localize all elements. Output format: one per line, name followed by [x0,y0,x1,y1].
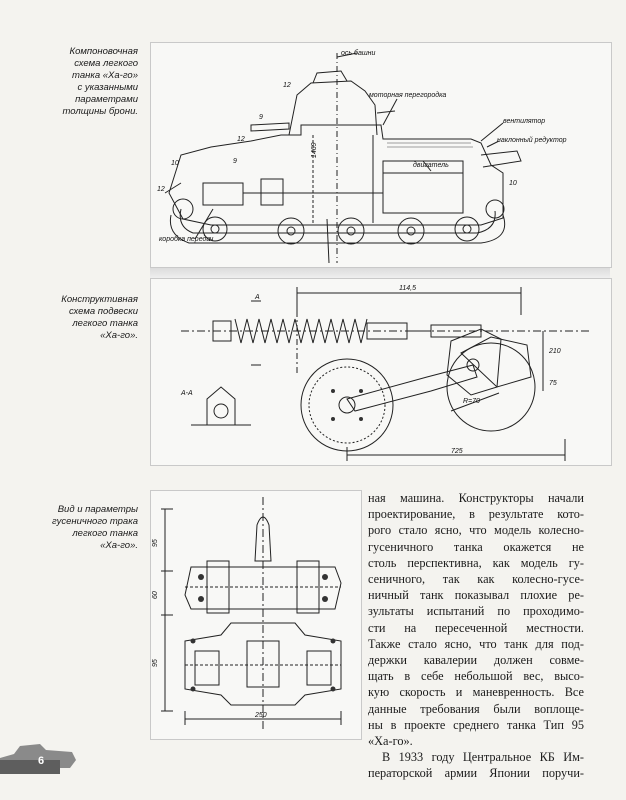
text-line: гусеничного танка окажется не [368,539,584,554]
caption-line: параметрами [75,94,138,105]
label-dim-top: 114,5 [399,285,416,292]
caption-line: легкого танка [72,318,138,329]
text-line: зультаты испытаний по проходимо- [368,604,584,619]
text-line: данные требования были воплоще- [368,701,584,716]
caption-line: танка «Ха-го» [72,70,138,81]
text-line: сти на пересеченной местности. [368,620,584,635]
label-dim-bottom: 725 [451,448,463,455]
label-engine: двигатель [413,161,449,169]
armor-label: 10 [509,180,517,187]
divider-band [150,268,610,278]
label-gearbox: коробка передач [159,235,214,243]
caption-line: толщины брони. [62,106,138,117]
label-reducer: наклонный редуктор [497,136,567,144]
text-line: ная машина. Конструкторы начали [368,491,584,505]
label-dim-diag: R=70 [463,398,480,405]
caption-line: «Ха-го». [100,330,138,341]
label-dim-1469: 1469 [311,142,318,158]
caption-suspension: Конструктивная схема подвески легкого та… [30,294,138,342]
text-line: ничный танк показывал плохие ре- [368,588,584,603]
caption-line: гусеничного трака [51,516,138,527]
caption-line: Вид и параметры [57,504,138,515]
label-mark-a: А [254,294,260,301]
caption-line: Конструктивная [61,294,138,305]
armor-label: 12 [237,136,245,143]
text-line: сеничного, так как колесно-гусе- [368,572,584,587]
armor-label: 10 [171,160,179,167]
label-dim-250: 250 [254,712,267,719]
text-line: Также стало ясно, что танк для под- [368,636,584,651]
caption-line: Компоновочная [69,46,138,57]
label-section: А-А [180,390,193,397]
caption-layout: Компоновочная схема легкого танка «Ха-го… [30,46,138,118]
text-line: проектирование, в результате кото- [368,507,584,522]
label-bulkhead: моторная перегородка [369,91,446,99]
text-line: кую скорость и маневренность. Все [368,685,584,700]
tank-layout-drawing: ось башни моторная перегородка вентилято… [157,49,567,264]
text-line: ператорской армии Японии поручи- [368,766,584,781]
label-dim-right: 210 [548,348,561,355]
text-line: ны в проекте среднего танка Тип 95 [368,717,584,732]
label-dim-95-top: 95 [152,539,159,547]
text-line: держки кавалерии должен совме- [368,653,584,668]
armor-label: 9 [233,158,237,165]
armor-label: 12 [157,186,165,193]
caption-line: схема легкого [74,58,138,69]
text-line: рого стало ясно, что модель колесно- [368,523,584,538]
text-line: В 1933 году Центральное КБ Им- [382,750,584,765]
caption-line: схема подвески [68,306,138,317]
suspension-figure: 114,5 725 210 75 R=70 А-А А [150,278,612,466]
armor-label: 12 [283,82,291,89]
track-link-figure: 95 60 95 250 [150,490,362,740]
tank-layout-figure: ось башни моторная перегородка вентилято… [150,42,612,268]
caption-track: Вид и параметры гусеничного трака легког… [30,504,138,552]
body-text: ная машина. Конструкторы начали проектир… [368,490,584,782]
caption-line: с указанными [77,82,138,93]
label-dim-95-bot: 95 [152,659,159,667]
label-turret-axis: ось башни [341,49,376,57]
label-fan: вентилятор [503,118,545,125]
text-line: столь перспективна, как модель гу- [368,555,584,570]
caption-line: легкого танка [72,528,138,539]
armor-label: 9 [259,114,263,121]
suspension-drawing: 114,5 725 210 75 R=70 А-А А [180,285,591,461]
page-number: 6 [38,755,45,767]
text-line: щать в себе небольшой вес, высо- [368,669,584,684]
label-dim-right2: 75 [549,380,557,387]
page-badge-tank-icon [0,744,76,774]
text-line: «Ха-го». [368,734,413,749]
caption-line: «Ха-го». [100,540,138,551]
label-dim-60: 60 [152,591,159,599]
track-link-drawing: 95 60 95 250 [152,497,342,729]
